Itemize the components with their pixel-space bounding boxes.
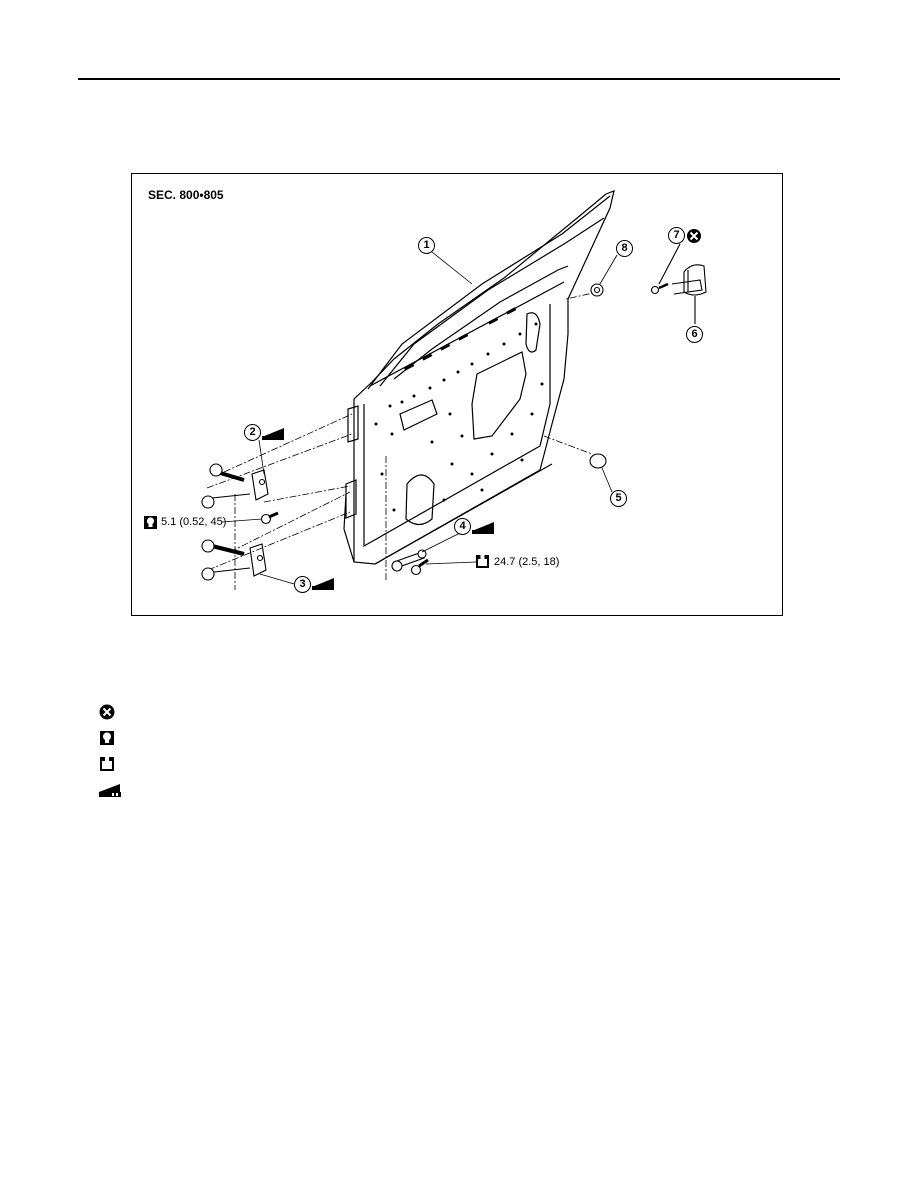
callout-2: 2 [244,424,261,441]
section-label: SEC. 800•805 [148,188,224,202]
panel-holes [374,322,544,512]
callout-3: 3 [294,576,311,593]
upper-hinge [201,463,269,509]
body-grease-icon [262,428,284,440]
callout-5: 5 [610,490,627,507]
torque-wrench-icon [100,731,114,745]
door-check-link [391,549,429,576]
do-not-reuse-icon [99,704,115,720]
legend-row-torque-open [98,751,130,777]
legend-row-do-not-reuse [98,699,130,725]
exploded-view-figure: SEC. 800•805 [131,173,783,616]
door-panel [343,190,615,565]
header-rule [78,78,840,80]
symbol-legend [98,699,130,803]
body-grease-icon [472,522,494,534]
torque-wrench-open-icon [476,555,489,568]
torque-value-hinge-bolt: 5.1 (0.52, 45) [161,516,227,528]
callout-8: 8 [616,240,633,257]
belt-clips [404,307,517,371]
hinge-bolt [260,511,279,525]
callout-7: 7 [668,227,685,244]
lower-hinge [201,539,267,581]
callout-1: 1 [418,237,435,254]
plug-grommet [589,453,607,469]
striker-assembly [650,243,707,324]
body-grease-icon [312,578,334,590]
torque-wrench-open-icon [100,757,114,771]
legend-row-torque [98,725,130,751]
torque-wrench-icon [144,516,157,529]
do-not-reuse-icon [687,229,701,243]
leader-lines [221,251,618,585]
assembly-lines [206,290,603,590]
legend-row-grease [98,777,130,803]
torque-value-check-link: 24.7 (2.5, 18) [494,556,560,568]
body-grease-icon [99,784,121,797]
callout-4: 4 [454,518,471,535]
door-diagram [144,190,707,590]
clip-grommet [590,283,604,297]
callout-6: 6 [686,326,703,343]
